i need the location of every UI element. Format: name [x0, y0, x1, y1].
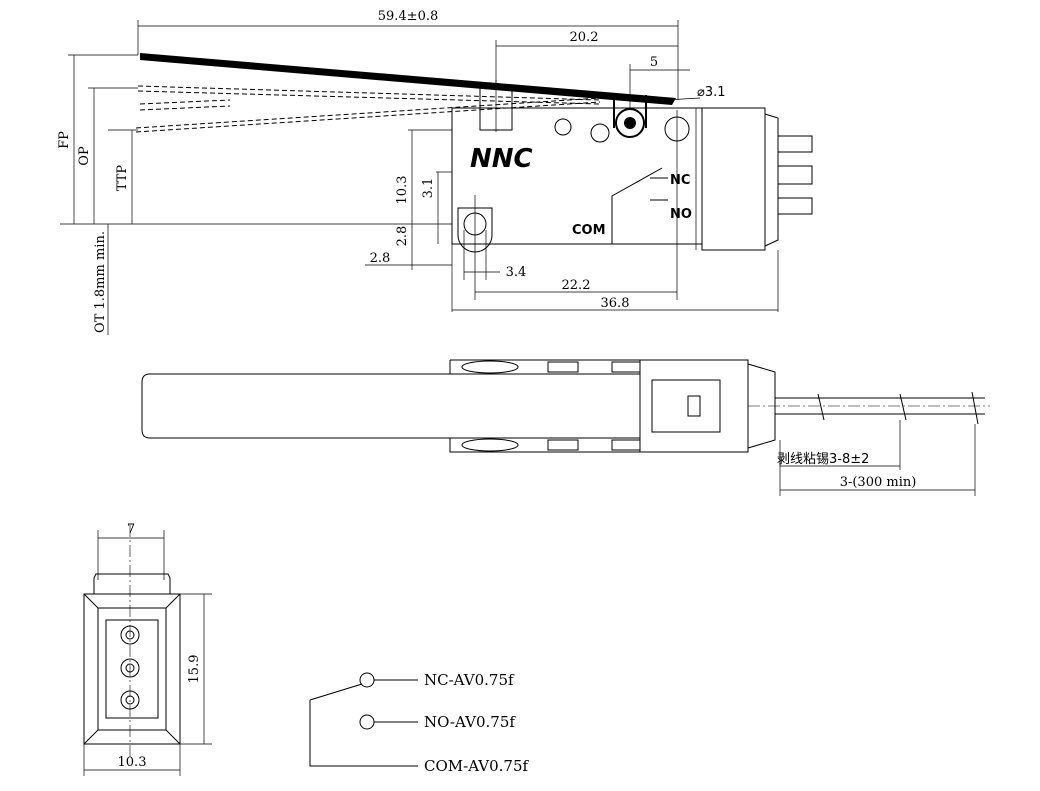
- end-view: 7 15.9 10.3: [83, 522, 212, 776]
- schematic-nc-label: NC-AV0.75f: [424, 671, 515, 689]
- wire-stub-1: [778, 135, 813, 153]
- label-ot: OT 1.8mm min.: [93, 231, 108, 333]
- top-latch: [687, 395, 701, 417]
- dim-hole-dia: 3.4: [506, 265, 527, 280]
- top-hole-1: [461, 360, 519, 374]
- roller-pin: [624, 117, 636, 129]
- wire-stub-2: [778, 165, 813, 185]
- side-view: NNC NC NO COM 59.4±0.8 20.2 5 ⌀3.1 FP OP…: [57, 9, 813, 335]
- lever-dash-short-2: [139, 105, 231, 111]
- end-outer: [83, 593, 181, 745]
- dim-end-height: 15.9: [187, 655, 202, 684]
- top-view: 剥线粘锡3-8±2 3-(300 min): [141, 359, 990, 496]
- dim-hole-spacing: 22.2: [562, 278, 591, 293]
- end-cap: [93, 573, 171, 595]
- top-wires: [775, 397, 985, 415]
- label-ttp: TTP: [115, 165, 130, 192]
- lever-ttp-position-2: [135, 101, 601, 133]
- dim-end-top-width: 7: [127, 522, 135, 537]
- terminal-com-label: COM: [572, 223, 606, 238]
- dim-pivot: 20.2: [570, 30, 599, 45]
- end-insert: [105, 619, 159, 719]
- lever-op-position-2: [137, 90, 601, 105]
- dim-height: 10.3: [395, 176, 410, 205]
- terminal-housing: [701, 107, 766, 251]
- terminal-no-label: NO: [670, 207, 692, 222]
- wire-stub-3: [778, 197, 813, 215]
- housing-step: [764, 113, 779, 247]
- top-hole-2: [461, 438, 519, 452]
- terminal-nc-label: NC: [670, 173, 690, 188]
- lever-op-position: [137, 85, 601, 101]
- com-line: [309, 700, 418, 767]
- actuator-lever: [140, 53, 676, 105]
- lever-ttp-position: [135, 97, 601, 129]
- label-op: OP: [77, 146, 92, 166]
- switch-blade: [309, 683, 363, 701]
- brand-logo: NNC: [470, 144, 533, 174]
- wire-length-label: 3-(300 min): [840, 475, 917, 490]
- top-housing: [639, 359, 749, 453]
- dim-overall-length: 59.4±0.8: [378, 9, 439, 24]
- lever-dash-short: [139, 99, 231, 105]
- dim-roller-dia: ⌀3.1: [697, 85, 726, 100]
- no-terminal-symbol: [359, 714, 375, 730]
- end-bevel: [83, 593, 181, 745]
- label-fp: FP: [57, 131, 72, 149]
- dim-roller-offset: 5: [650, 55, 658, 70]
- schematic-no-label: NO-AV0.75f: [424, 713, 516, 731]
- schematic-com-label: COM-AV0.75f: [424, 757, 530, 775]
- dim-hole-from-bottom: 2.8: [395, 226, 410, 247]
- dim-edge-to-hole: 2.8: [370, 251, 391, 266]
- circuit-schematic: NC-AV0.75f NO-AV0.75f COM-AV0.75f: [309, 671, 530, 775]
- dim-end-width: 10.3: [118, 755, 147, 770]
- strip-label: 剥线粘锡3-8±2: [777, 452, 869, 467]
- dim-hole-height: 3.1: [421, 178, 436, 199]
- vent-hole-2: [590, 123, 610, 143]
- com-contact-arm: [611, 167, 663, 244]
- nc-terminal-symbol: [359, 672, 375, 688]
- dim-body-length: 36.8: [601, 296, 630, 311]
- vent-hole-1: [554, 118, 572, 136]
- lever-top: [141, 373, 641, 439]
- mounting-slot: [457, 207, 493, 253]
